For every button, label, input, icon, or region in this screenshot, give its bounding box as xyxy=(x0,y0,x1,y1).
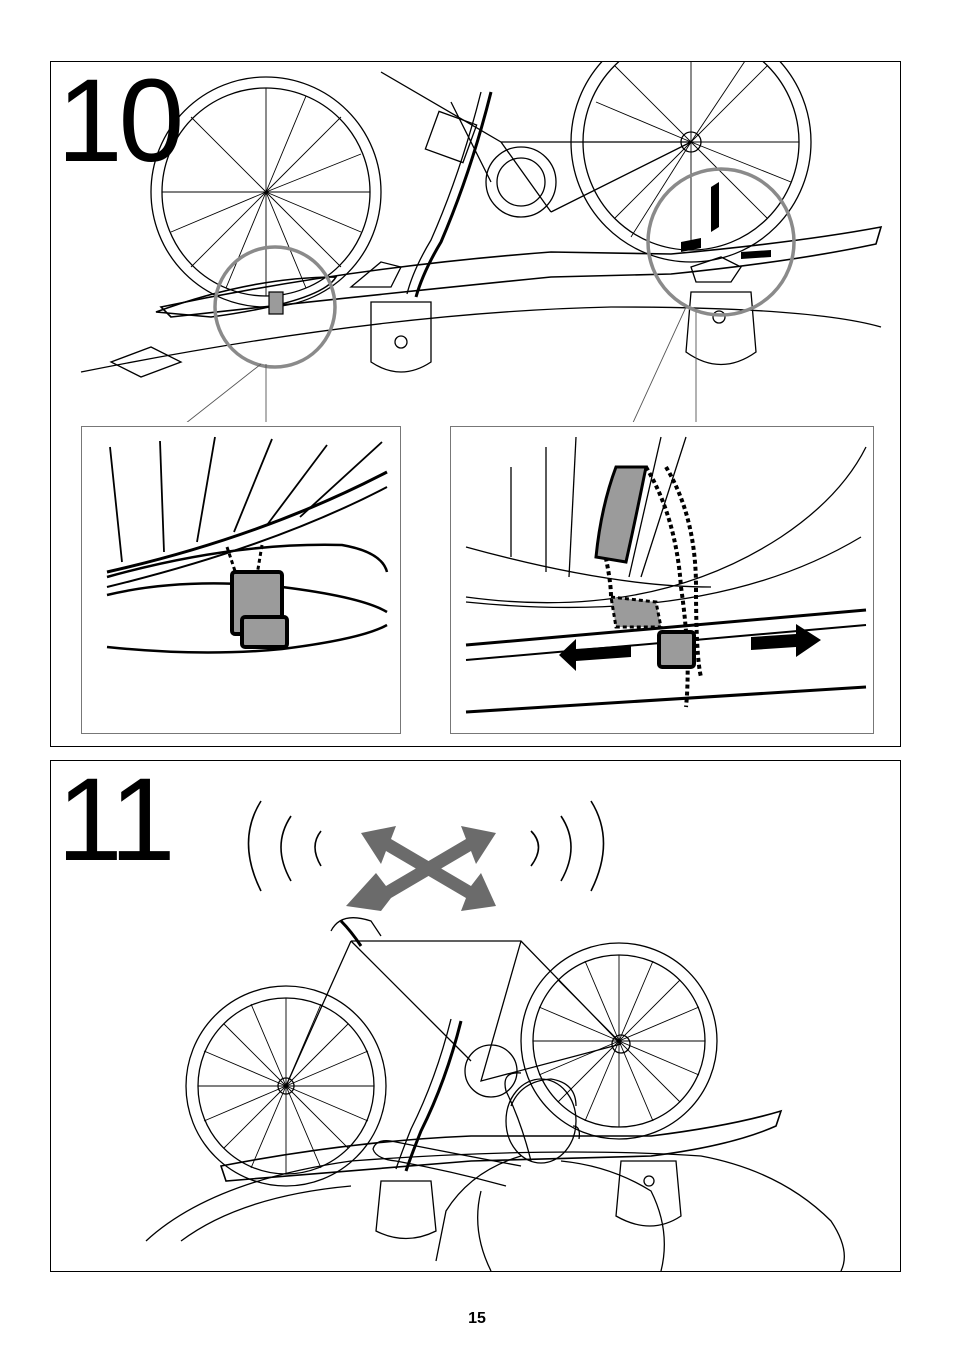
step-10-panel: 10 xyxy=(50,61,901,747)
bike-on-roof-rack-illustration xyxy=(51,62,901,422)
inset-front-strap-closeup xyxy=(81,426,401,734)
page-number: 15 xyxy=(0,1310,954,1328)
shake-arrows xyxy=(346,826,496,911)
shake-test-illustration xyxy=(51,761,901,1272)
rear-wheel-strap-illustration xyxy=(451,427,874,734)
inset-rear-strap-closeup xyxy=(450,426,874,734)
step-11-panel: 11 xyxy=(50,760,901,1272)
front-wheel-strap-illustration xyxy=(82,427,401,734)
